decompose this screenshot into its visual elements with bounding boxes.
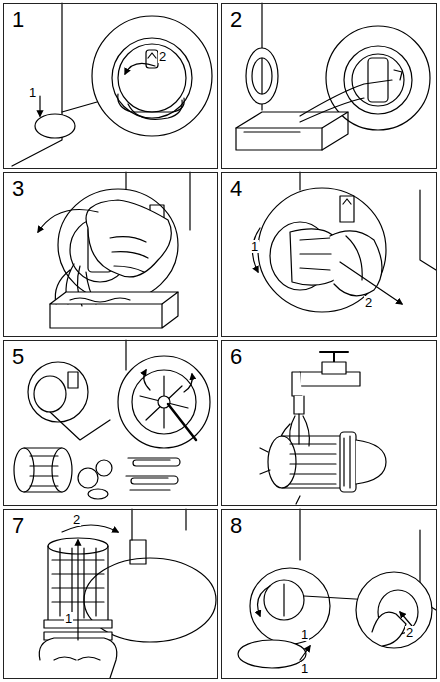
- callout-number: 2: [158, 50, 167, 63]
- step-number: 1: [12, 9, 24, 31]
- step-number: 2: [230, 9, 242, 31]
- callout-number: 1: [28, 86, 37, 99]
- step-number: 4: [230, 178, 242, 200]
- step-panel: 7: [3, 509, 218, 679]
- panel-5-art: [14, 340, 210, 499]
- step-number: 5: [12, 346, 24, 368]
- panel-7-art: [39, 509, 216, 678]
- panel-4-art: [252, 172, 436, 312]
- step-panel: 2: [221, 3, 437, 169]
- panel-6-art: [260, 352, 386, 504]
- step-number: 8: [230, 515, 242, 537]
- step-panel: 5: [3, 340, 218, 506]
- callout-number: 2: [364, 296, 373, 309]
- step-number: 6: [230, 346, 242, 368]
- callout-number: 1: [250, 240, 259, 253]
- callout-number: 1: [300, 662, 309, 675]
- panel-3-art: [38, 172, 190, 328]
- panel-8-art: [238, 509, 436, 668]
- step-panel: 3: [3, 172, 218, 337]
- callout-number: 1: [64, 612, 73, 625]
- step-panel: 6: [221, 340, 437, 506]
- step-number: 3: [12, 178, 24, 200]
- panel-2-art: [236, 3, 430, 150]
- step-number: 7: [12, 515, 24, 537]
- callout-number: 2: [72, 513, 81, 526]
- callout-number: 2: [405, 626, 414, 639]
- panel-1-art: [12, 3, 212, 166]
- step-panel: 8: [221, 509, 437, 679]
- step-panel: 4: [221, 172, 437, 337]
- callout-number: 1: [300, 628, 309, 641]
